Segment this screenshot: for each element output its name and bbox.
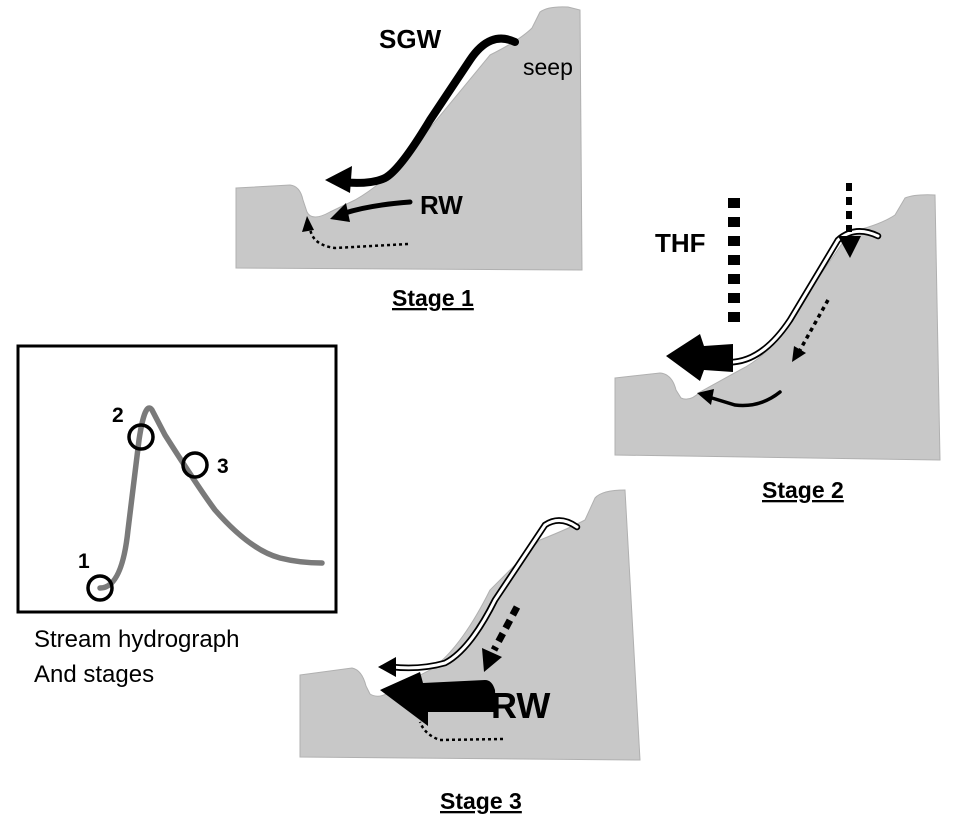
stage-3-subsurface-arrowhead bbox=[482, 648, 502, 672]
hydrograph-point-2-label: 2 bbox=[112, 404, 124, 427]
hydrograph-caption-line-1: Stream hydrograph bbox=[34, 626, 239, 653]
hydrograph-point-1-label: 1 bbox=[78, 550, 90, 573]
stage-1-rw-label: RW bbox=[420, 190, 463, 220]
stage-2-subsurface-arrowhead bbox=[792, 346, 806, 362]
stage-3-rw-arrow bbox=[380, 672, 496, 726]
hydrograph-frame bbox=[16, 344, 338, 614]
stage-2-rw-arrow bbox=[710, 390, 782, 408]
hydrograph-point-3 bbox=[181, 451, 209, 479]
stage-2-subsurface-arrow bbox=[798, 299, 830, 351]
stage-1-rw-arrow bbox=[342, 199, 413, 216]
stage-1-sgw-arrowhead bbox=[325, 166, 352, 193]
stage-1-sgw-arrow bbox=[336, 34, 519, 187]
hydrograph-point-2 bbox=[127, 423, 155, 451]
stage-2-thf-label: THF bbox=[655, 228, 706, 258]
hydrograph-point-3-label: 3 bbox=[217, 455, 229, 478]
stage-1-baseflow-arrow bbox=[308, 227, 409, 250]
stage-3-rw-label: RW bbox=[491, 685, 550, 726]
stage-2-panel: THF Stage 2 bbox=[614, 183, 941, 503]
stage-2-title: Stage 2 bbox=[762, 477, 844, 503]
stage-3-hillslope bbox=[299, 489, 641, 761]
stage-1-rw-arrowhead bbox=[330, 203, 350, 222]
stage-2-overland-arrow-inner bbox=[698, 229, 880, 366]
stage-1-title: Stage 1 bbox=[392, 285, 474, 311]
hydrograph-panel: 1 2 3 Stream hydrograph And stages bbox=[16, 344, 338, 688]
stage-1-baseflow-arrowhead bbox=[302, 216, 314, 232]
stage-1-seep-label: seep bbox=[523, 54, 573, 80]
stage-2-rw-arrowhead bbox=[697, 389, 714, 405]
stage-1-sgw-label: SGW bbox=[379, 24, 442, 54]
stage-3-overland-arrowhead bbox=[378, 657, 396, 677]
stage-3-panel: RW Stage 3 bbox=[299, 489, 641, 814]
hydrograph-caption-line-2: And stages bbox=[34, 661, 154, 688]
stage-1-panel: SGW seep RW Stage 1 bbox=[235, 6, 583, 311]
stage-3-subsurface-arrow bbox=[490, 605, 521, 652]
stage-2-overland-arrowhead bbox=[666, 334, 733, 381]
hydrograph-point-1 bbox=[86, 574, 114, 602]
stage-3-title: Stage 3 bbox=[440, 788, 522, 814]
stage-3-overland-arrow-inner bbox=[390, 519, 579, 670]
stage-2-infiltration-arrowhead bbox=[838, 236, 861, 258]
